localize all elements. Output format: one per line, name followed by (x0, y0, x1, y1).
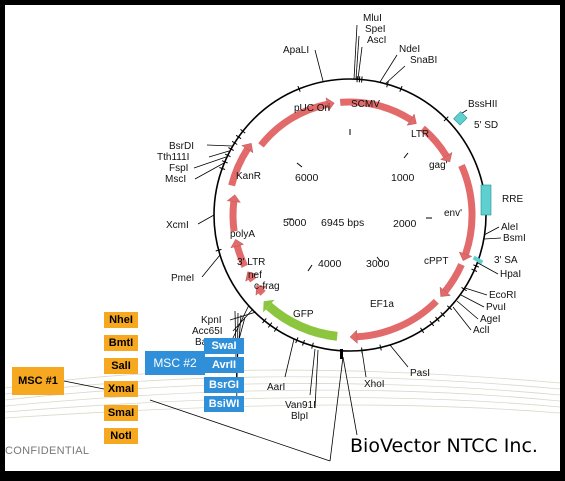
callout-line (358, 47, 362, 79)
site-label-blpi: BlpI (291, 411, 308, 422)
site-label-snabi: SnaBI (410, 55, 437, 66)
site-tick (380, 345, 381, 351)
arc-polya (233, 202, 234, 232)
site-label-aari: AarI (267, 382, 285, 393)
callout-line (315, 50, 323, 81)
arc-cppt (445, 265, 461, 292)
feature-label-puc-ori: pUC Ori (294, 103, 330, 114)
feature-label-ltr: LTR (411, 129, 429, 140)
plasmid-size: 6945 bps (321, 217, 364, 229)
site-label-mlui: MluI (363, 13, 382, 24)
feature-label-ef1a: EF1a (370, 299, 394, 310)
callout-line (198, 215, 214, 224)
site-label-fspi: FspI (169, 163, 188, 174)
site-label-pmei: PmeI (171, 273, 194, 284)
site-label-kpni: KpnI (201, 315, 222, 326)
feature-label-c-frag: c-frag (254, 281, 280, 292)
site-label-van91i: Van91I (285, 400, 316, 411)
site-label-agei: AgeI (480, 314, 501, 325)
scale-label-3000: 3000 (366, 258, 390, 270)
scale-ticks (287, 129, 432, 271)
arc-polya-head (227, 195, 240, 203)
arc-ef1a-head (350, 330, 357, 343)
scale-label-1000: 1000 (391, 172, 415, 184)
msc1-site-nhei: NheI (104, 312, 138, 328)
callout-line (330, 357, 343, 461)
feature-label-cppt: cPPT (424, 256, 448, 267)
arc-ef1a (357, 301, 436, 337)
site-label-spei: SpeI (365, 24, 386, 35)
site-label-xcmi: XcmI (166, 220, 189, 231)
site-label-apali: ApaLI (283, 45, 309, 56)
feature-label-rre: RRE (502, 194, 523, 205)
site-label-xhoi: XhoI (364, 379, 385, 390)
feature-label-gfp: GFP (293, 309, 314, 320)
site-tick (362, 77, 363, 83)
callout-line (461, 295, 484, 307)
site-label-hpai: HpaI (500, 269, 521, 280)
feature-label-nef: nef (248, 270, 262, 281)
site-label-bsshii: BssHII (468, 99, 497, 110)
callout-line (207, 145, 232, 146)
msc2-label: MSC #2 (145, 351, 205, 375)
feature-label-kanr: KanR (236, 171, 261, 182)
msc1-site-sali: SalI (104, 358, 138, 374)
feature-label-scmv: SCMV (351, 99, 380, 110)
scale-label-4000: 4000 (318, 258, 342, 270)
arc-env (462, 165, 473, 254)
callout-line (230, 312, 256, 320)
site-label-acli: AclI (473, 325, 490, 336)
msc2-site-avrii: AvrII (204, 357, 244, 373)
msc1-site-bmti: BmtI (104, 335, 138, 351)
callout-line (285, 339, 294, 377)
site-label-ndei: NdeI (399, 44, 420, 55)
callout-line (202, 255, 220, 277)
site-label-ecori: EcoRI (489, 290, 516, 301)
feature-label-gag: gag' (429, 160, 448, 171)
site-label-tth111i: Tth111I (157, 152, 189, 163)
site-label-bsmi: BsmI (503, 233, 526, 244)
site-label-pasi: PasI (410, 368, 430, 379)
site-label-asci: AscI (367, 35, 386, 46)
callout-line (465, 288, 487, 295)
callout-line (380, 55, 397, 82)
rre-marker (481, 185, 491, 215)
site-label-pvui: PvuI (486, 302, 506, 313)
msc2-site-swai: SwaI (204, 338, 244, 354)
feature-label-env: env' (444, 208, 462, 219)
scale-label-5000: 5000 (283, 217, 307, 229)
plasmid-map: 1000 2000 3000 4000 5000 6000 6945 bps p… (5, 5, 560, 471)
feature-label-5-sd: 5' SD (474, 120, 498, 131)
callout-line (233, 309, 253, 331)
feature-label-polya: polyA (230, 229, 255, 240)
site-label-alei: AleI (501, 222, 518, 233)
msc2-site-bsrgi: BsrGI (204, 377, 244, 393)
msc1-site-xmai: XmaI (104, 381, 138, 397)
scale-label-2000: 2000 (393, 218, 417, 230)
callout-line (343, 357, 357, 435)
site-label-msci: MscI (165, 174, 186, 185)
site-label-bsrdi: BsrDI (169, 141, 194, 152)
msc1-site-smai: SmaI (104, 405, 138, 421)
confidential-watermark: CONFIDENTIAL (5, 445, 89, 457)
plasmid-map-panel: 1000 2000 3000 4000 5000 6000 6945 bps p… (5, 5, 560, 471)
callout-line (310, 349, 315, 395)
msc1-site-noti: NotI (104, 428, 138, 444)
msc1-label: MSC #1 (12, 367, 64, 395)
scale-label-6000: 6000 (295, 172, 319, 184)
callout-line (362, 351, 366, 377)
callout-line (390, 345, 408, 367)
background-swoosh (5, 370, 560, 418)
callout-line (64, 381, 104, 389)
site-label-acc65i: Acc65I (192, 326, 223, 337)
callout-line (484, 227, 499, 235)
feature-label-3-sa: 3' SA (494, 255, 518, 266)
company-name: BioVector NTCC Inc. (350, 435, 538, 457)
msc1-marker (340, 349, 343, 359)
callout-line (484, 238, 501, 239)
feature-label-3-ltr: 3' LTR (237, 257, 265, 268)
callout-line (194, 157, 226, 168)
ssd-marker (454, 112, 467, 125)
msc2-site-bsiwi: BsiWI (204, 396, 244, 412)
